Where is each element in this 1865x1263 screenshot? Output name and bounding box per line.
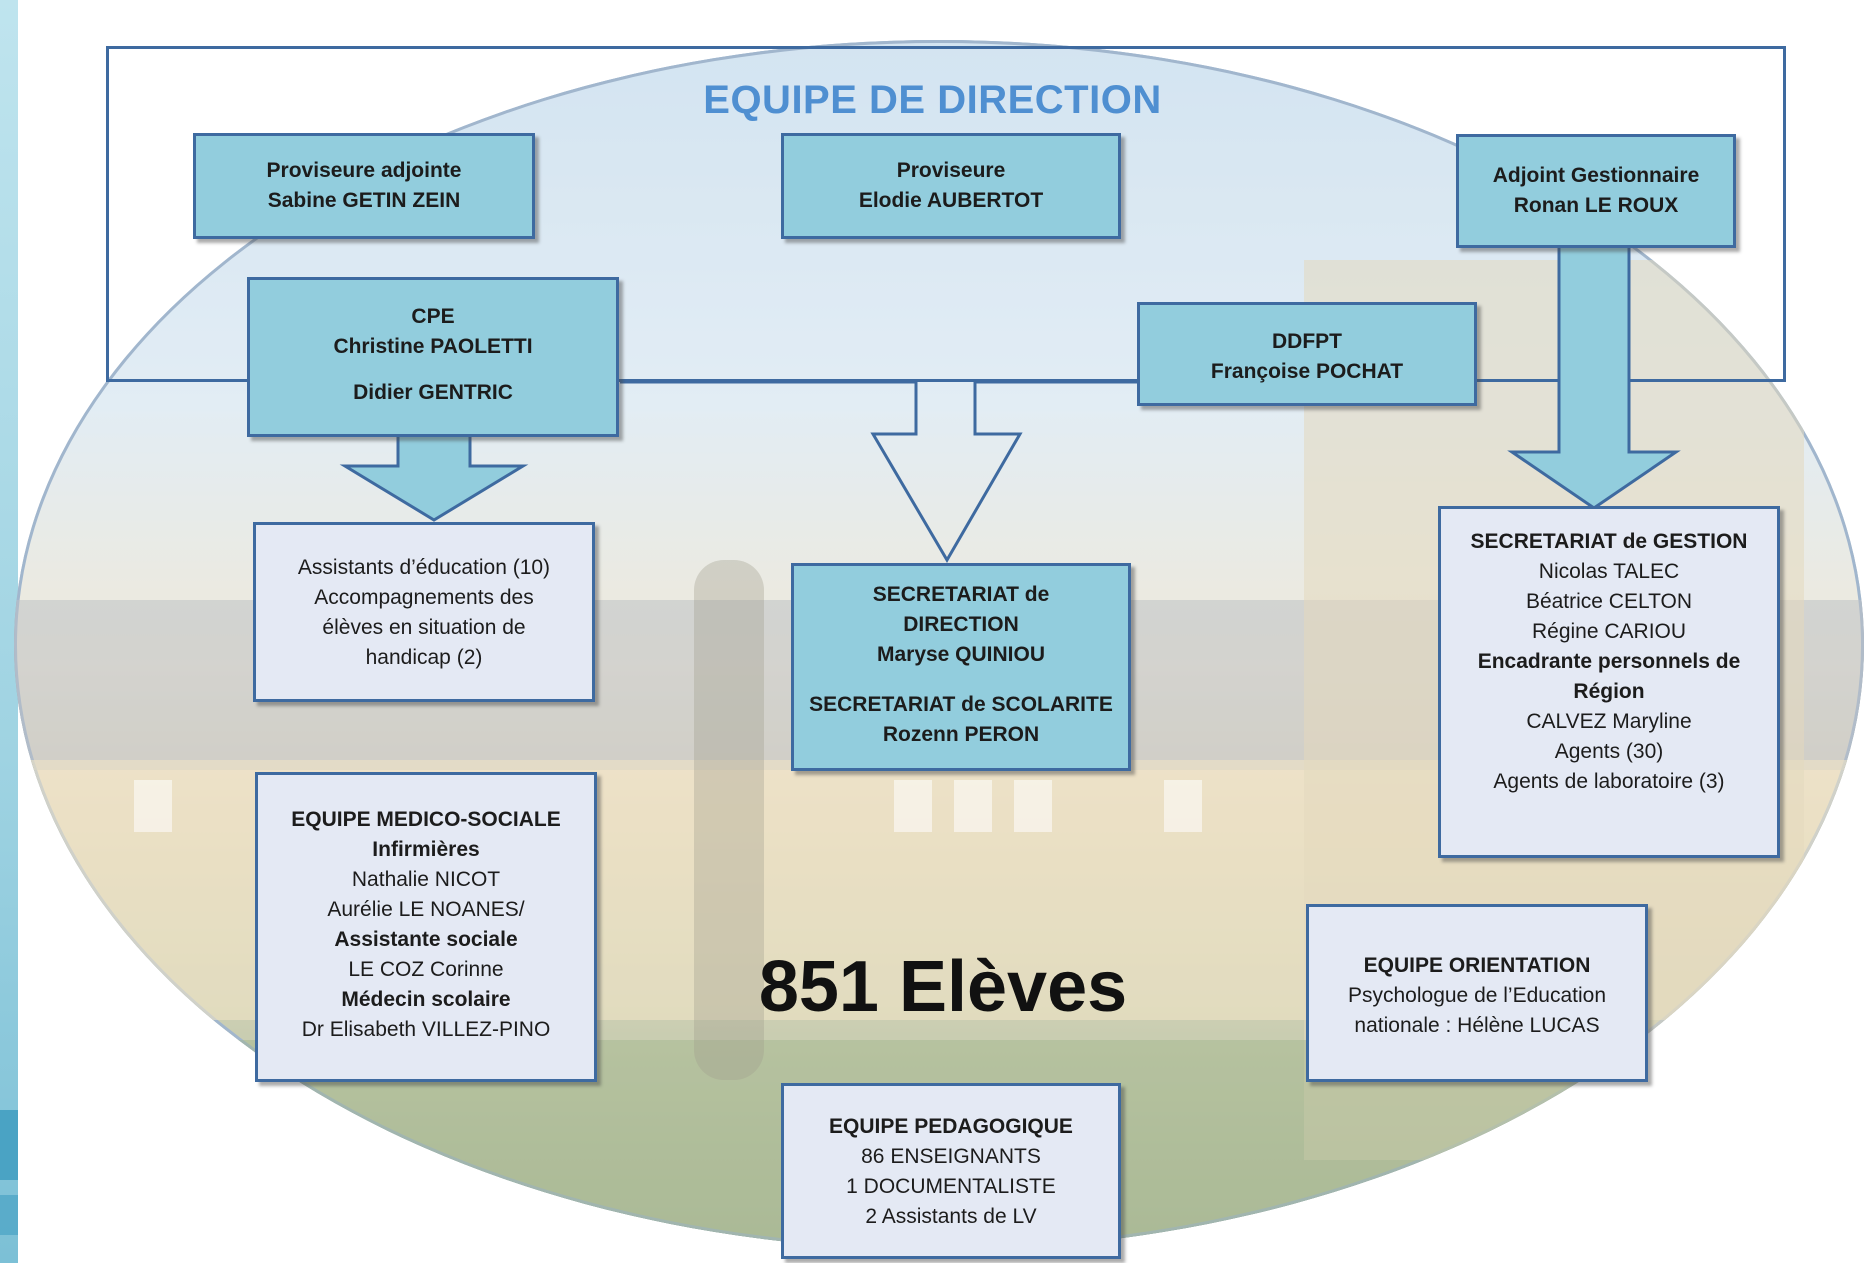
- arrow-cpe-to-secretariat: [620, 380, 1140, 563]
- text-line: 1 DOCUMENTALISTE: [846, 1175, 1056, 1198]
- orientation-box: EQUIPE ORIENTATION Psychologue de l’Educ…: [1306, 904, 1648, 1082]
- person-name: Didier GENTRIC: [353, 381, 513, 404]
- person-name: Rozenn PERON: [882, 723, 1040, 746]
- proviseure-adjointe-box: Proviseure adjointe Sabine GETIN ZEIN: [193, 133, 535, 239]
- assistants-education-box: Assistants d’éducation (10) Accompagneme…: [253, 522, 595, 702]
- secretariat-direction-box: SECRETARIAT de DIRECTION Maryse QUINIOU …: [791, 563, 1131, 771]
- text-line: Accompagnements des: [314, 586, 534, 609]
- photo-window: [134, 780, 172, 832]
- text-line: nationale : Hélène LUCAS: [1354, 1014, 1600, 1037]
- photo-window: [1164, 780, 1202, 832]
- photo-window: [1014, 780, 1052, 832]
- person-name: LE COZ Corinne: [348, 958, 504, 981]
- arrow-gestion-down: [1507, 244, 1681, 510]
- person-name: Christine PAOLETTI: [333, 335, 533, 358]
- side-decoration-strip: [0, 0, 18, 1263]
- secretariat-gestion-box: SECRETARIAT de GESTION Nicolas TALEC Béa…: [1438, 506, 1780, 858]
- person-name: Ronan LE ROUX: [1513, 194, 1679, 217]
- member-name: Régine CARIOU: [1531, 620, 1687, 643]
- section-title: Encadrante personnels de Région: [1477, 650, 1741, 703]
- section-title: EQUIPE ORIENTATION: [1363, 954, 1591, 977]
- person-name: Aurélie LE NOANES/: [327, 898, 525, 921]
- adjoint-gestionnaire-box: Adjoint Gestionnaire Ronan LE ROUX: [1456, 134, 1736, 248]
- text-line: handicap (2): [365, 646, 483, 669]
- medico-sociale-box: EQUIPE MEDICO-SOCIALE Infirmières Nathal…: [255, 772, 597, 1082]
- text-line: 86 ENSEIGNANTS: [861, 1145, 1041, 1168]
- member-name: Béatrice CELTON: [1525, 590, 1693, 613]
- strip-accent: [0, 1110, 18, 1180]
- text-line: Psychologue de l’Education: [1347, 984, 1606, 1007]
- role-label: DDFPT: [1272, 330, 1342, 353]
- role-label: Adjoint Gestionnaire: [1492, 164, 1700, 187]
- person-name: Dr Elisabeth VILLEZ-PINO: [301, 1018, 551, 1041]
- section-title: EQUIPE PEDAGOGIQUE: [829, 1115, 1073, 1138]
- text-line: 2 Assistants de LV: [865, 1205, 1037, 1228]
- role-label: CPE: [411, 305, 455, 328]
- pedagogique-box: EQUIPE PEDAGOGIQUE 86 ENSEIGNANTS 1 DOCU…: [781, 1083, 1121, 1259]
- students-count: 851 Elèves: [758, 947, 1128, 1027]
- photo-palm-tree: [694, 560, 764, 1080]
- arrow-cpe-down: [339, 432, 529, 522]
- person-name: Maryse QUINIOU: [876, 643, 1046, 666]
- person-name: Françoise POCHAT: [1210, 360, 1404, 383]
- section-subtitle: Médecin scolaire: [341, 988, 511, 1011]
- direction-title: EQUIPE DE DIRECTION: [703, 78, 1162, 122]
- text-line: Agents de laboratoire (3): [1493, 770, 1725, 793]
- member-name: CALVEZ Maryline: [1526, 710, 1692, 733]
- text-line: Agents (30): [1554, 740, 1664, 763]
- strip-accent: [0, 1195, 18, 1235]
- section-subtitle: Infirmières: [372, 838, 480, 861]
- section-title: SECRETARIAT de: [872, 583, 1050, 606]
- member-name: Nicolas TALEC: [1538, 560, 1680, 583]
- photo-window: [954, 780, 992, 832]
- direction-frame: [106, 46, 1786, 382]
- role-label: Proviseure: [896, 159, 1006, 182]
- person-name: Elodie AUBERTOT: [858, 189, 1044, 212]
- section-subtitle: Assistante sociale: [334, 928, 518, 951]
- person-name: Nathalie NICOT: [351, 868, 501, 891]
- photo-window: [894, 780, 932, 832]
- section-title: SECRETARIAT de SCOLARITE: [809, 693, 1113, 716]
- ddfpt-box: DDFPT Françoise POCHAT: [1137, 302, 1477, 406]
- proviseure-box: Proviseure Elodie AUBERTOT: [781, 133, 1121, 239]
- section-title: DIRECTION: [903, 613, 1019, 636]
- cpe-box: CPE Christine PAOLETTI Didier GENTRIC: [247, 277, 619, 437]
- section-title: SECRETARIAT de GESTION: [1470, 530, 1748, 553]
- section-title: EQUIPE MEDICO-SOCIALE: [291, 808, 561, 831]
- role-label: Proviseure adjointe: [266, 159, 462, 182]
- text-line: Assistants d’éducation (10): [297, 556, 551, 579]
- text-line: élèves en situation de: [322, 616, 526, 639]
- person-name: Sabine GETIN ZEIN: [267, 189, 461, 212]
